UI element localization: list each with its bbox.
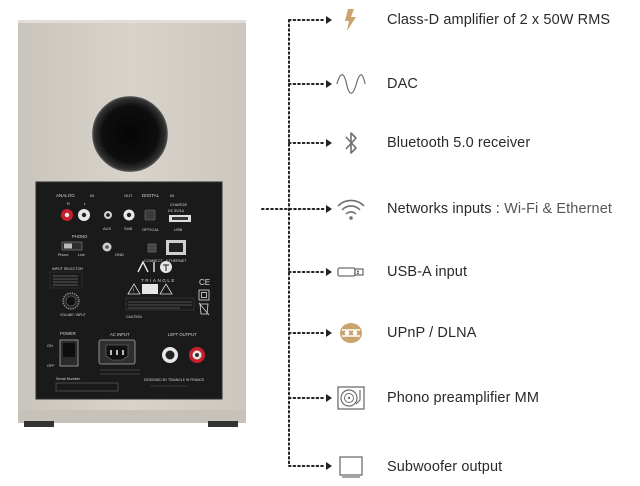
feature-label: DAC bbox=[387, 76, 418, 92]
feature-label: Phono preamplifier MM bbox=[387, 390, 539, 406]
svg-text:!: ! bbox=[133, 289, 134, 295]
panel-label-aux: AUX bbox=[103, 226, 112, 231]
panel-label-gnd: GND bbox=[115, 252, 124, 257]
panel-label-phono: PHONO bbox=[72, 234, 88, 239]
panel-label-phono-switch: Phono bbox=[58, 253, 68, 257]
panel-label-optical: OPTICAL bbox=[142, 227, 160, 232]
panel-label-l: L bbox=[84, 201, 87, 206]
panel-label-caution: CAUTION bbox=[126, 315, 142, 319]
feature-label: Bluetooth 5.0 receiver bbox=[387, 135, 531, 151]
callout-dots bbox=[261, 16, 332, 470]
panel-label-ac-input: AC INPUT bbox=[110, 332, 130, 337]
feature-label: Networks inputs : Wi-Fi & Ethernet bbox=[387, 201, 612, 217]
panel-label-left-output: LEFT OUTPUT bbox=[168, 332, 197, 337]
feature-subwoofer: Subwoofer output bbox=[336, 450, 636, 484]
panel-label-line: Line bbox=[78, 253, 85, 257]
sine-wave-icon bbox=[336, 69, 366, 99]
bluetooth-icon bbox=[336, 128, 366, 158]
panel-label-digital: DIGITAL bbox=[142, 193, 160, 198]
feature-label: USB-A input bbox=[387, 264, 468, 280]
optical-port bbox=[144, 209, 156, 221]
panel-label-usb: USB bbox=[174, 227, 183, 232]
panel-label-in2: IN bbox=[170, 193, 174, 198]
bass-port bbox=[93, 97, 167, 171]
panel-label-on: ON bbox=[47, 344, 53, 348]
panel-label-connect: CONNECT bbox=[144, 259, 163, 263]
panel-label-volume: VOLUME / INPUT bbox=[60, 313, 86, 317]
caution-label: ! bbox=[125, 283, 195, 311]
feature-usb: USB-A input bbox=[336, 255, 636, 289]
panel-label-in: IN bbox=[90, 193, 94, 198]
panel-label-r: R bbox=[67, 201, 70, 206]
panel-label-charge: CHARGE bbox=[170, 202, 187, 207]
feature-label-extra: Wi-Fi & Ethernet bbox=[504, 201, 613, 217]
connect-button bbox=[147, 243, 157, 253]
panel-label-serial: Serial Number bbox=[56, 377, 81, 381]
panel-label-off: OFF bbox=[47, 364, 55, 368]
feature-phono: Phono preamplifier MM bbox=[336, 381, 636, 415]
panel-label-out: OUT bbox=[124, 193, 133, 198]
lightning-icon bbox=[336, 5, 366, 35]
feature-bluetooth: Bluetooth 5.0 receiver bbox=[336, 126, 636, 160]
subwoofer-icon bbox=[336, 452, 366, 482]
feature-upnp: UPnP / DLNA bbox=[336, 316, 636, 350]
certification-marks: CE bbox=[198, 278, 210, 316]
feature-label-main: Networks inputs : bbox=[387, 201, 500, 217]
wifi-icon bbox=[336, 194, 366, 224]
panel-label-charge-spec: DC 5V/1A bbox=[168, 209, 185, 213]
feature-label: Class-D amplifier of 2 x 50W RMS bbox=[387, 12, 611, 28]
upnp-icon bbox=[336, 318, 366, 348]
svg-text:CE: CE bbox=[199, 278, 210, 287]
panel-label-designed: DESIGNED BY TRIANGLE IN FRANCE bbox=[144, 378, 205, 382]
usb-icon bbox=[336, 257, 366, 287]
feature-label: Subwoofer output bbox=[387, 459, 503, 475]
turntable-icon bbox=[336, 383, 366, 413]
feature-dac: DAC bbox=[336, 67, 636, 101]
panel-label-ethernet: ETHERNET bbox=[166, 259, 187, 263]
panel-label-sub: SUB bbox=[124, 226, 133, 231]
feature-network: Networks inputs : Wi-Fi & Ethernet bbox=[336, 192, 636, 226]
triangle-logo bbox=[137, 260, 172, 273]
serial-number-box bbox=[55, 382, 119, 392]
feature-amplifier: Class-D amplifier of 2 x 50W RMS bbox=[336, 3, 636, 37]
feature-label: UPnP / DLNA bbox=[387, 325, 477, 341]
panel-label-power: POWER bbox=[60, 331, 76, 336]
speaker-foot-right bbox=[208, 421, 238, 427]
panel-label-brand: TRIANGLE bbox=[141, 278, 176, 283]
panel-label-input-selector: INPUT SELECTOR bbox=[52, 267, 83, 271]
speaker-foot-left bbox=[24, 421, 54, 427]
panel-label-analog: ANALOG bbox=[56, 193, 75, 198]
